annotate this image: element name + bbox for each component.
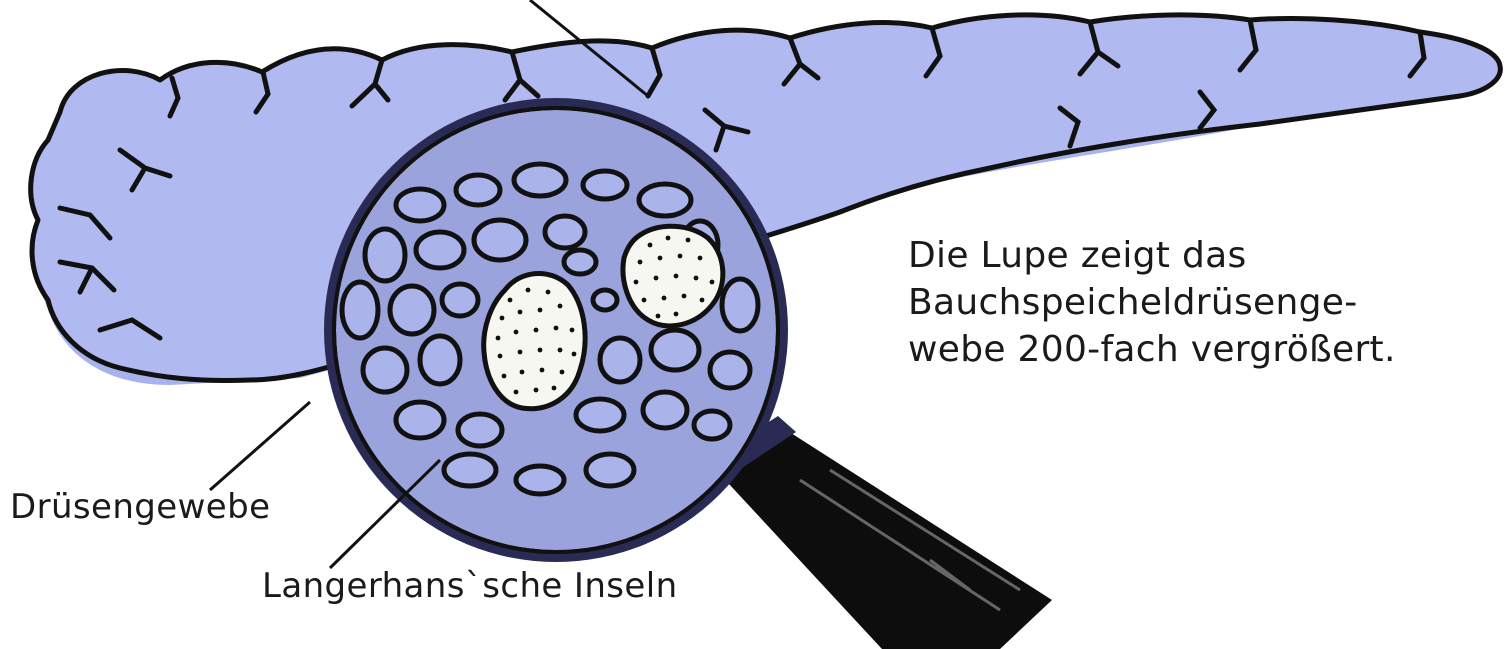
caption-line-1: Die Lupe zeigt das <box>908 232 1396 279</box>
pointer-line-tissue <box>210 402 310 490</box>
magnifier-lens <box>324 98 788 562</box>
caption-line-2: Bauchspeicheldrüsenge- <box>908 279 1396 326</box>
langerhans-islet-small <box>623 226 723 326</box>
magnification-caption: Die Lupe zeigt das Bauchspeicheldrüsenge… <box>908 232 1396 373</box>
magnifier-handle <box>706 416 1052 649</box>
caption-line-3: webe 200-fach vergrößert. <box>908 326 1396 373</box>
label-langerhans-islets: Langerhans`sche Inseln <box>262 566 678 606</box>
label-glandular-tissue: Drüsengewebe <box>10 487 270 527</box>
